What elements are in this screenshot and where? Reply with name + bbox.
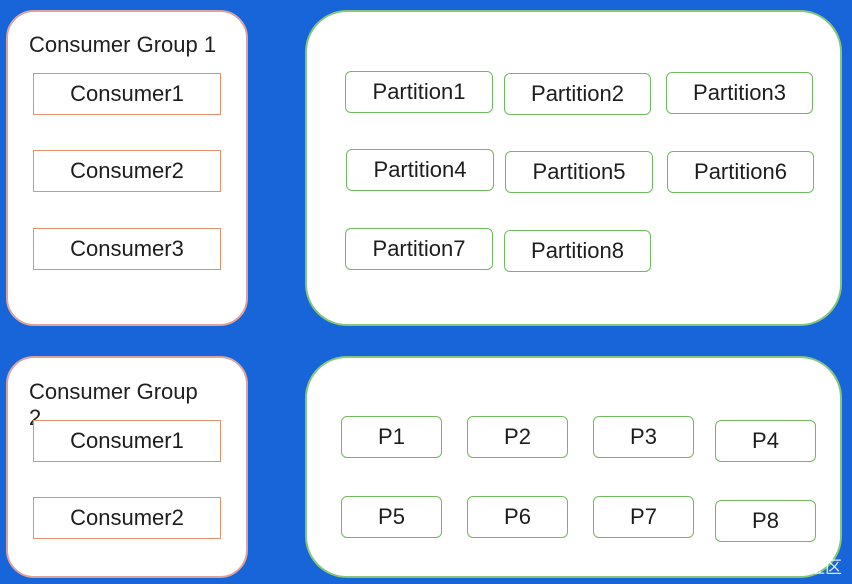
group-2-partitions-panel: P1 P2 P3 P4 P5 P6 P7 P8 bbox=[305, 356, 842, 578]
group-1-consumer-3: Consumer3 bbox=[33, 228, 221, 270]
group-2-partition-3: P3 bbox=[593, 416, 694, 458]
group-2-partition-2: P2 bbox=[467, 416, 568, 458]
group-1-partition-3: Partition3 bbox=[666, 72, 813, 114]
group-2-consumer-2: Consumer2 bbox=[33, 497, 221, 539]
group-2-partition-6: P6 bbox=[467, 496, 568, 538]
group-1-partition-8: Partition8 bbox=[504, 230, 651, 272]
group-1-consumer-1: Consumer1 bbox=[33, 73, 221, 115]
consumer-group-2-panel: Consumer Group 2 Consumer1 Consumer2 bbox=[6, 356, 248, 578]
group-1-partition-1: Partition1 bbox=[345, 71, 493, 113]
watermark-text: @稀土掘金技术社区 bbox=[689, 558, 842, 578]
group-2-partition-8: P8 bbox=[715, 500, 816, 542]
group-2-partition-1: P1 bbox=[341, 416, 442, 458]
consumer-group-1-panel: Consumer Group 1 Consumer1 Consumer2 Con… bbox=[6, 10, 248, 326]
group-2-partition-7: P7 bbox=[593, 496, 694, 538]
group-1-partition-7: Partition7 bbox=[345, 228, 493, 270]
consumer-group-2-title: Consumer Group 2 bbox=[29, 379, 198, 430]
group-2-partition-4: P4 bbox=[715, 420, 816, 462]
group-1-partition-2: Partition2 bbox=[504, 73, 651, 115]
group-1-consumer-2: Consumer2 bbox=[33, 150, 221, 192]
group-2-partition-5: P5 bbox=[341, 496, 442, 538]
consumer-group-1-title: Consumer Group 1 bbox=[29, 32, 217, 57]
group-1-partition-6: Partition6 bbox=[667, 151, 814, 193]
group-1-partition-4: Partition4 bbox=[346, 149, 494, 191]
group-2-consumer-1: Consumer1 bbox=[33, 420, 221, 462]
group-1-partition-5: Partition5 bbox=[505, 151, 653, 193]
group-1-partitions-panel: Partition1 Partition2 Partition3 Partiti… bbox=[305, 10, 842, 326]
